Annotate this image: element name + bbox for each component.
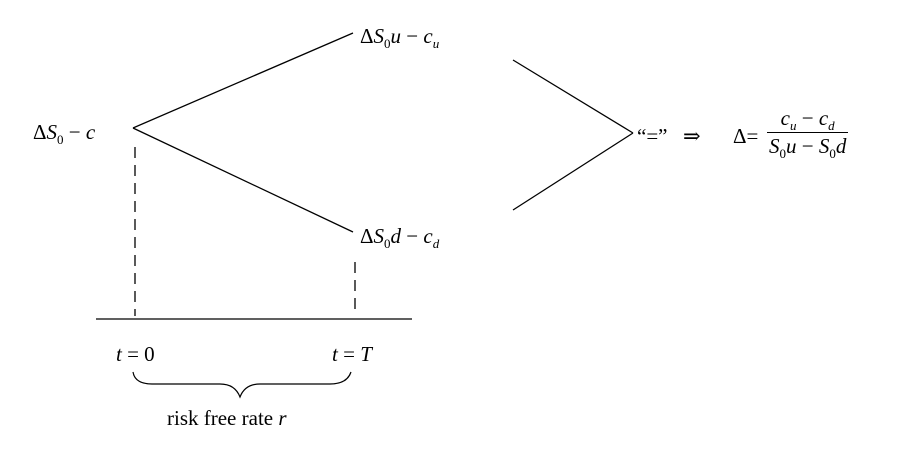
- t0-label: t = 0: [116, 344, 155, 365]
- fraction-numerator: cu − cd: [767, 106, 848, 133]
- up-node-label: ΔS0u − cu: [360, 24, 439, 51]
- root-c: c: [85, 120, 96, 144]
- up-minus: −: [401, 24, 424, 48]
- down-d: d: [390, 224, 402, 248]
- down-c-sub: d: [432, 236, 440, 251]
- root-node-label: ΔS0 − c: [33, 120, 96, 147]
- down-node-label: ΔS0d − cd: [360, 224, 439, 251]
- up-converge-line: [512, 59, 634, 134]
- t0-t: t: [116, 342, 122, 366]
- num-minus: −: [796, 106, 819, 130]
- root-s: S: [46, 120, 58, 144]
- implies-symbol: ⇒: [683, 124, 701, 148]
- num-c1: c: [780, 106, 790, 130]
- den-s2-sub: 0: [829, 146, 836, 161]
- den-s1-sub: 0: [779, 146, 787, 161]
- risk-free-rate-label: risk free rate r: [167, 408, 287, 429]
- tT-label: t = T: [332, 344, 372, 365]
- down-delta: Δ: [360, 224, 374, 248]
- den-d: d: [835, 134, 847, 158]
- delta-equals-text: Δ=: [733, 124, 759, 148]
- up-delta: Δ: [360, 24, 374, 48]
- up-branch-line: [132, 32, 354, 129]
- implies-arrow: ⇒: [683, 126, 701, 147]
- den-s1: S: [769, 134, 780, 158]
- num-c2: c: [818, 106, 829, 130]
- num-c2-sub: d: [828, 118, 835, 133]
- rate-r: r: [278, 406, 287, 430]
- up-s-sub: 0: [384, 36, 391, 51]
- den-u: u: [786, 134, 797, 158]
- down-minus: −: [401, 224, 424, 248]
- down-branch-line: [132, 127, 354, 233]
- tT-t: t: [332, 342, 338, 366]
- delta-equals: Δ=: [733, 126, 758, 147]
- rate-text: risk free rate: [167, 406, 279, 430]
- result-quote-equals: “=”: [637, 126, 668, 147]
- up-c-sub: u: [432, 36, 440, 51]
- fraction-denominator: S0u − S0d: [767, 132, 849, 160]
- t0-eq: = 0: [121, 342, 155, 366]
- root-delta: Δ: [33, 120, 47, 144]
- tT-T: T: [360, 342, 372, 366]
- root-minus: −: [63, 120, 86, 144]
- time-brace: [132, 371, 352, 399]
- quote-equals: “=”: [637, 124, 668, 148]
- up-c: c: [423, 24, 433, 48]
- tT-eq: =: [337, 342, 361, 366]
- delta-fraction: cu − cd S0u − S0d: [767, 106, 849, 160]
- down-s-sub: 0: [384, 236, 391, 251]
- up-u: u: [390, 24, 402, 48]
- num-c1-sub: u: [790, 118, 797, 133]
- den-s2: S: [818, 134, 830, 158]
- down-s: S: [373, 224, 385, 248]
- root-s-sub: 0: [57, 132, 64, 147]
- down-c: c: [423, 224, 433, 248]
- up-s: S: [373, 24, 385, 48]
- den-minus: −: [796, 134, 819, 158]
- down-converge-line: [512, 132, 634, 211]
